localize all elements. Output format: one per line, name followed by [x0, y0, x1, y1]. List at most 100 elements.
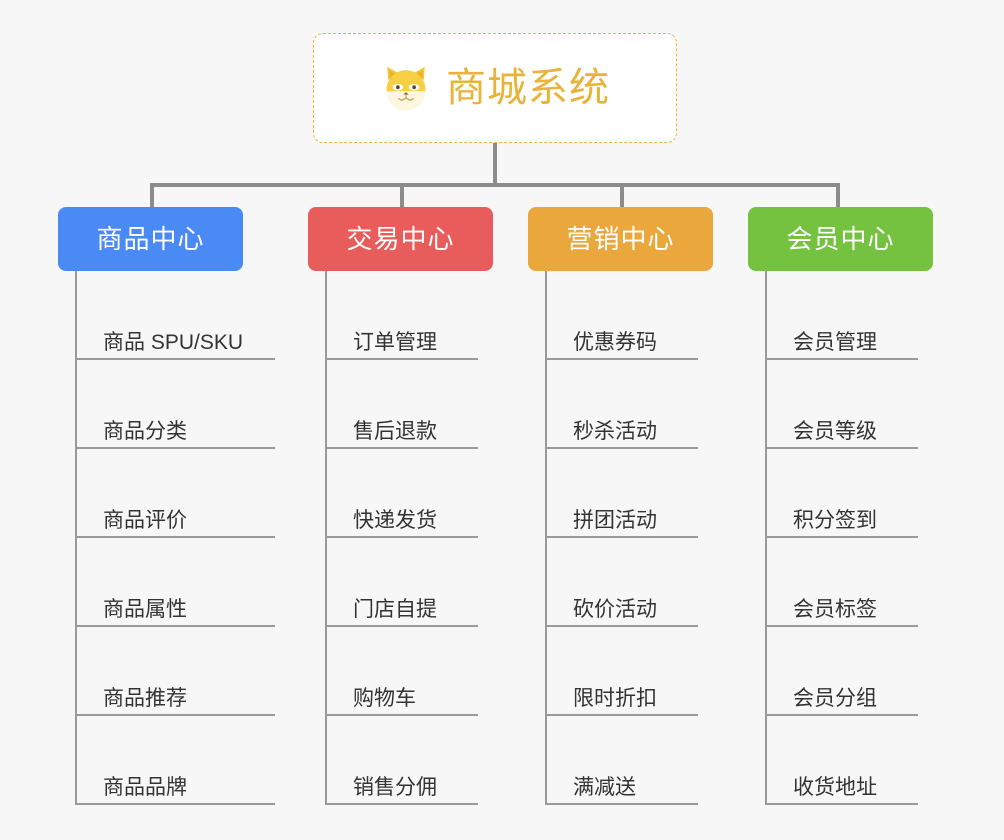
leaf-underline	[75, 358, 275, 360]
leaf-column-trade: 订单管理售后退款快递发货门店自提购物车销售分佣	[325, 271, 525, 805]
leaf-item-label: 秒杀活动	[573, 419, 657, 443]
leaf-item[interactable]: 快递发货	[325, 449, 525, 538]
leaf-underline	[325, 447, 478, 449]
leaf-underline	[545, 447, 698, 449]
leaf-item-label: 商品品牌	[103, 775, 187, 799]
category-box-member[interactable]: 会员中心	[748, 207, 933, 271]
leaf-item-label: 满减送	[573, 775, 636, 799]
leaf-item[interactable]: 拼团活动	[545, 449, 745, 538]
leaf-item-label: 会员管理	[793, 330, 877, 354]
leaf-item-label: 购物车	[353, 686, 416, 710]
leaf-item-label: 优惠券码	[573, 330, 657, 354]
shiba-dog-face-icon	[380, 62, 432, 114]
leaf-item-label: 商品 SPU/SKU	[103, 330, 244, 354]
leaf-list-marketing: 优惠券码秒杀活动拼团活动砍价活动限时折扣满减送	[545, 271, 745, 805]
connector-drop-2	[400, 185, 404, 207]
leaf-item-label: 会员等级	[793, 419, 877, 443]
leaf-item[interactable]: 购物车	[325, 627, 525, 716]
leaf-item[interactable]: 积分签到	[765, 449, 965, 538]
leaf-underline	[765, 447, 918, 449]
leaf-underline	[765, 358, 918, 360]
root-node-mall-system[interactable]: 商城系统	[313, 33, 677, 143]
leaf-underline	[75, 625, 275, 627]
leaf-underline	[75, 447, 275, 449]
leaf-item-label: 商品推荐	[103, 686, 187, 710]
leaf-underline	[765, 536, 918, 538]
leaf-underline	[325, 803, 478, 805]
category-box-product[interactable]: 商品中心	[58, 207, 243, 271]
connector-drop-4	[836, 185, 840, 207]
leaf-item-label: 商品分类	[103, 419, 187, 443]
leaf-item-label: 订单管理	[353, 330, 437, 354]
leaf-item-label: 积分签到	[793, 508, 877, 532]
leaf-column-member: 会员管理会员等级积分签到会员标签会员分组收货地址	[765, 271, 965, 805]
leaf-item[interactable]: 商品 SPU/SKU	[75, 271, 275, 360]
leaf-underline	[545, 714, 698, 716]
root-title: 商城系统	[446, 66, 610, 110]
leaf-column-product: 商品 SPU/SKU 商品分类商品评价商品属性商品推荐商品品牌	[75, 271, 275, 805]
leaf-underline	[545, 358, 698, 360]
leaf-list-member: 会员管理会员等级积分签到会员标签会员分组收货地址	[765, 271, 965, 805]
leaf-item-label: 收货地址	[793, 775, 877, 799]
leaf-underline	[75, 803, 275, 805]
leaf-item-label: 砍价活动	[573, 597, 657, 621]
leaf-list-product: 商品 SPU/SKU 商品分类商品评价商品属性商品推荐商品品牌	[75, 271, 275, 805]
leaf-underline	[325, 358, 478, 360]
category-label-marketing: 营销中心	[566, 224, 675, 254]
leaf-item-label: 会员分组	[793, 686, 877, 710]
leaf-item[interactable]: 售后退款	[325, 360, 525, 449]
leaf-item-label: 售后退款	[353, 419, 437, 443]
leaf-spine	[765, 271, 767, 805]
connector-horizontal-bus	[150, 183, 840, 187]
leaf-item[interactable]: 商品推荐	[75, 627, 275, 716]
leaf-underline	[325, 714, 478, 716]
leaf-item[interactable]: 限时折扣	[545, 627, 745, 716]
leaf-underline	[325, 536, 478, 538]
leaf-spine	[75, 271, 77, 805]
leaf-underline	[545, 803, 698, 805]
leaf-item[interactable]: 砍价活动	[545, 538, 745, 627]
leaf-item[interactable]: 商品品牌	[75, 716, 275, 805]
leaf-item[interactable]: 优惠券码	[545, 271, 745, 360]
category-box-trade[interactable]: 交易中心	[308, 207, 493, 271]
leaf-item[interactable]: 会员标签	[765, 538, 965, 627]
leaf-list-trade: 订单管理售后退款快递发货门店自提购物车销售分佣	[325, 271, 525, 805]
leaf-item-label: 门店自提	[353, 597, 437, 621]
leaf-underline	[325, 625, 478, 627]
leaf-underline	[545, 536, 698, 538]
leaf-item-label: 销售分佣	[353, 775, 437, 799]
leaf-item-label: 快递发货	[353, 508, 437, 532]
leaf-item[interactable]: 满减送	[545, 716, 745, 805]
leaf-column-marketing: 优惠券码秒杀活动拼团活动砍价活动限时折扣满减送	[545, 271, 745, 805]
leaf-underline	[765, 714, 918, 716]
leaf-item[interactable]: 会员分组	[765, 627, 965, 716]
connector-drop-3	[620, 185, 624, 207]
leaf-item-label: 商品属性	[103, 597, 187, 621]
leaf-item-label: 商品评价	[103, 508, 187, 532]
leaf-item[interactable]: 商品分类	[75, 360, 275, 449]
leaf-item[interactable]: 会员管理	[765, 271, 965, 360]
leaf-underline	[545, 625, 698, 627]
connector-trunk	[493, 143, 497, 186]
leaf-underline	[765, 625, 918, 627]
leaf-item[interactable]: 订单管理	[325, 271, 525, 360]
leaf-underline	[765, 803, 918, 805]
leaf-spine	[545, 271, 547, 805]
leaf-item[interactable]: 收货地址	[765, 716, 965, 805]
leaf-item[interactable]: 门店自提	[325, 538, 525, 627]
category-label-member: 会员中心	[786, 224, 895, 254]
leaf-item[interactable]: 销售分佣	[325, 716, 525, 805]
leaf-underline	[75, 714, 275, 716]
leaf-item[interactable]: 商品评价	[75, 449, 275, 538]
category-label-product: 商品中心	[96, 224, 205, 254]
category-box-marketing[interactable]: 营销中心	[528, 207, 713, 271]
leaf-item-label: 限时折扣	[573, 686, 657, 710]
leaf-item-label: 拼团活动	[573, 508, 657, 532]
connector-drop-1	[150, 185, 154, 207]
leaf-item-label: 会员标签	[793, 597, 877, 621]
category-label-trade: 交易中心	[346, 224, 455, 254]
leaf-item[interactable]: 商品属性	[75, 538, 275, 627]
leaf-item[interactable]: 会员等级	[765, 360, 965, 449]
leaf-item[interactable]: 秒杀活动	[545, 360, 745, 449]
